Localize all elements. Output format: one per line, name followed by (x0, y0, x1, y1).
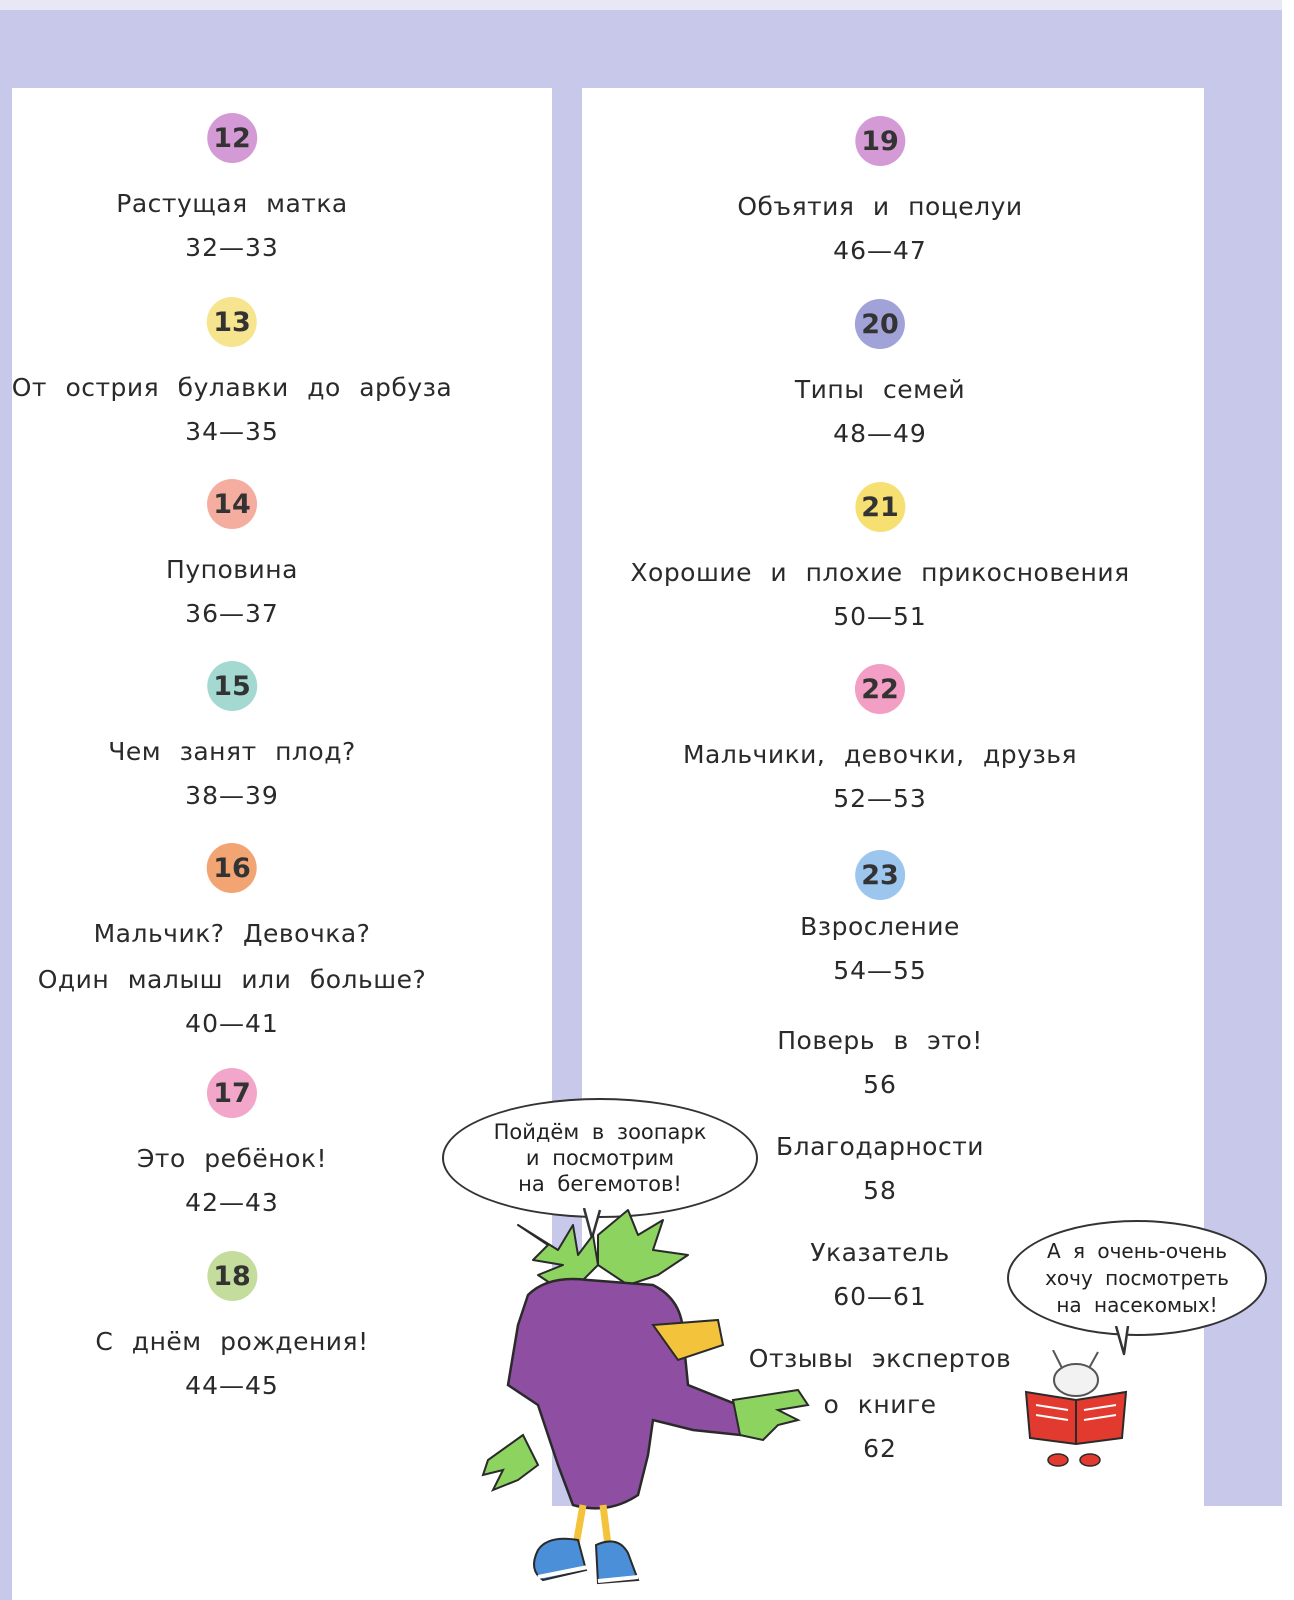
chapter-number-badge: 21 (855, 482, 905, 532)
bubble-line: А я очень-очень (1046, 1238, 1228, 1263)
chapter-number-badge: 15 (206, 661, 257, 711)
chapter-pages: 34—35 (185, 417, 279, 446)
chapter-title: Типы семей (794, 375, 966, 404)
legs-icon (572, 1504, 612, 1546)
chapter-title: Пуповина (166, 555, 298, 584)
toc-entry-13: 13 От острия булавки до арбуза 34—35 (12, 297, 452, 453)
bubble-line: на насекомых! (1056, 1292, 1218, 1317)
toc-entry-index: Указатель 60—61 (810, 1230, 949, 1318)
toc-entry-23: 23 Взросление 54—55 (800, 850, 960, 992)
bubble-line: Пойдём в зоопарк (493, 1120, 707, 1144)
chapter-number-badge: 18 (206, 1251, 257, 1301)
bird-speech-bubble: Пойдём в зоопарк и посмотрим на бегемото… (442, 1098, 758, 1218)
chapter-title-line-2: Один малыш или больше? (37, 965, 427, 994)
toc-entry-20: 20 Типы семей 48—49 (795, 299, 965, 455)
chapter-pages: 32—33 (185, 233, 279, 262)
toc-entry-15: 15 Чем занят плод? 38—39 (108, 661, 356, 817)
chapter-number-badge: 17 (206, 1068, 257, 1118)
section-pages: 56 (863, 1070, 897, 1099)
chapter-title: Это ребёнок! (136, 1144, 328, 1173)
section-title: Благодарности (775, 1132, 985, 1161)
section-title-line-2: о книге (823, 1390, 937, 1419)
chapter-number-badge: 22 (855, 664, 905, 714)
bird-illustration (481, 1209, 810, 1585)
chapter-number-badge: 19 (854, 116, 905, 166)
chapter-title: Взросление (800, 912, 960, 941)
toc-entry-believe: Поверь в это! 56 (777, 1018, 983, 1106)
chapter-pages: 54—55 (833, 956, 927, 985)
section-pages: 58 (863, 1176, 897, 1205)
head-icon (1053, 1363, 1099, 1397)
section-pages: 62 (863, 1434, 897, 1463)
beak-icon (651, 1318, 725, 1362)
chapter-title: От острия булавки до арбуза (11, 373, 453, 402)
chapter-title: Чем занят плод? (108, 737, 356, 766)
bottom-page-strip (12, 1506, 1282, 1600)
left-wing-icon (481, 1433, 540, 1492)
chapter-title-line-1: Мальчик? Девочка? (93, 919, 371, 948)
chapter-title: Хорошие и плохие прикосновения (630, 558, 1130, 587)
chapter-pages: 42—43 (185, 1188, 279, 1217)
top-edge (0, 0, 1294, 10)
chapter-number-badge: 12 (206, 113, 257, 163)
toc-entry-thanks: Благодарности 58 (776, 1124, 984, 1212)
chapter-title: Растущая матка (116, 189, 348, 218)
red-book-icon (1024, 1390, 1128, 1446)
chapter-pages: 36—37 (185, 599, 279, 628)
toc-entry-19: 19 Объятия и поцелуи 46—47 (737, 116, 1022, 272)
section-title: Поверь в это! (777, 1026, 983, 1055)
red-shoes-icon (1047, 1453, 1101, 1467)
left-page-panel (12, 88, 552, 1506)
chapter-pages: 48—49 (833, 419, 927, 448)
chapter-title: Мальчики, девочки, друзья (682, 740, 1078, 769)
chapter-number-badge: 16 (206, 843, 257, 893)
toc-entry-12: 12 Растущая матка 32—33 (116, 113, 348, 269)
chapter-pages: 40—41 (185, 1009, 279, 1038)
sneakers-icon (533, 1537, 640, 1585)
reader-illustration (1024, 1350, 1128, 1467)
hoodie-icon (506, 1277, 755, 1510)
toc-entry-17: 17 Это ребёнок! 42—43 (137, 1068, 327, 1224)
chapter-pages: 44—45 (185, 1371, 279, 1400)
toc-entry-22: 22 Мальчики, девочки, друзья 52—53 (683, 664, 1077, 820)
reader-bubble-tail (1114, 1326, 1130, 1356)
chapter-number-badge: 23 (855, 850, 905, 900)
chapter-pages: 50—51 (833, 602, 927, 631)
reader-speech-bubble: А я очень-очень хочу посмотреть на насек… (1007, 1220, 1267, 1336)
chapter-number-badge: 13 (206, 297, 257, 347)
bubble-line: на бегемотов! (518, 1172, 682, 1196)
chapter-number-badge: 14 (206, 479, 257, 529)
right-page-edge (1282, 0, 1294, 1600)
bubble-line: и посмотрим (525, 1146, 675, 1170)
pointing-hand-icon (731, 1388, 810, 1442)
toc-entry-reviews: Отзывы экспертов о книге 62 (749, 1336, 1011, 1470)
section-pages: 60—61 (833, 1282, 927, 1311)
toc-entry-16: 16 Мальчик? Девочка? Один малыш или боль… (38, 843, 427, 1045)
chapter-pages: 52—53 (833, 784, 927, 813)
toc-entry-18: 18 С днём рождения! 44—45 (95, 1251, 368, 1407)
chapter-title: С днём рождения! (95, 1327, 369, 1356)
toc-entry-14: 14 Пуповина 36—37 (166, 479, 298, 635)
chapter-pages: 38—39 (185, 781, 279, 810)
chapter-title: Объятия и поцелуи (737, 192, 1023, 221)
section-title: Указатель (810, 1238, 950, 1267)
bubble-line: хочу посмотреть (1045, 1265, 1229, 1290)
chapter-number-badge: 20 (854, 299, 905, 349)
section-title-line-1: Отзывы экспертов (748, 1344, 1012, 1373)
chapter-pages: 46—47 (833, 236, 927, 265)
toc-entry-21: 21 Хорошие и плохие прикосновения 50—51 (630, 482, 1129, 638)
